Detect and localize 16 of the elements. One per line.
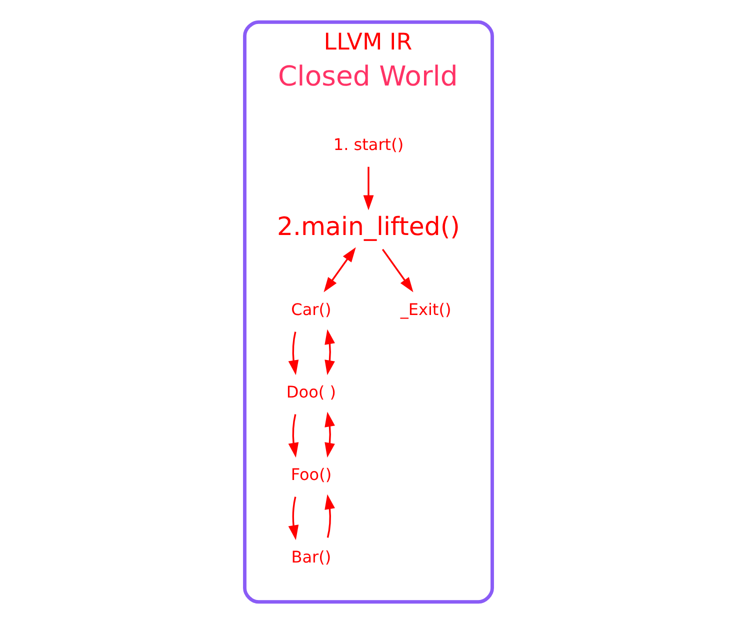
arrow <box>362 166 374 210</box>
arrow <box>324 412 334 458</box>
node-text: Car() <box>290 300 331 320</box>
arrow <box>381 248 413 292</box>
node-text: _Exit() <box>400 300 451 320</box>
arrow <box>288 414 298 458</box>
node-text: Doo( ) <box>286 382 336 402</box>
arrow <box>323 247 356 292</box>
arrow <box>288 332 298 376</box>
arrow <box>324 329 334 376</box>
arrow <box>324 494 334 538</box>
node-text: Bar() <box>290 548 331 567</box>
arrow <box>288 496 298 540</box>
node-text: Foo() <box>290 465 332 484</box>
node-text: 2.main_lifted() <box>276 212 460 241</box>
node-text: 1. start() <box>332 135 404 154</box>
